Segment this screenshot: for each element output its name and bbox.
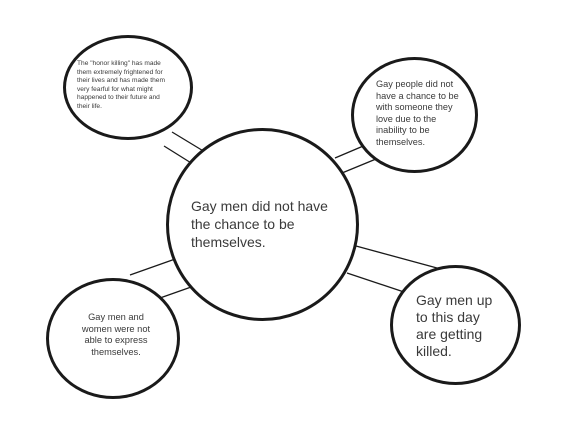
connector-bottom-right-b xyxy=(346,272,405,293)
bottom-left-bubble-text: Gay men and women were not able to expre… xyxy=(81,312,151,357)
connector-bottom-right-a xyxy=(355,245,438,269)
top-right-bubble-text: Gay people did not have a chance to be w… xyxy=(376,79,459,147)
top-left-bubble-text: The "honor killing" has made them extrem… xyxy=(77,60,165,110)
connector-bottom-left-a xyxy=(129,257,179,276)
bottom-right-bubble-text: Gay men up to this day are getting kille… xyxy=(416,292,493,359)
top-left-bubble xyxy=(63,35,193,140)
center-bubble-text: Gay men did not have the chance to be th… xyxy=(191,198,328,250)
connector-bottom-left-b xyxy=(159,285,195,299)
top-right-bubble xyxy=(351,57,478,173)
bottom-right-bubble xyxy=(390,265,521,385)
connector-top-left-a xyxy=(171,131,206,153)
connector-top-right-b xyxy=(341,158,377,174)
center-bubble xyxy=(166,128,359,321)
bottom-left-bubble xyxy=(46,278,180,399)
